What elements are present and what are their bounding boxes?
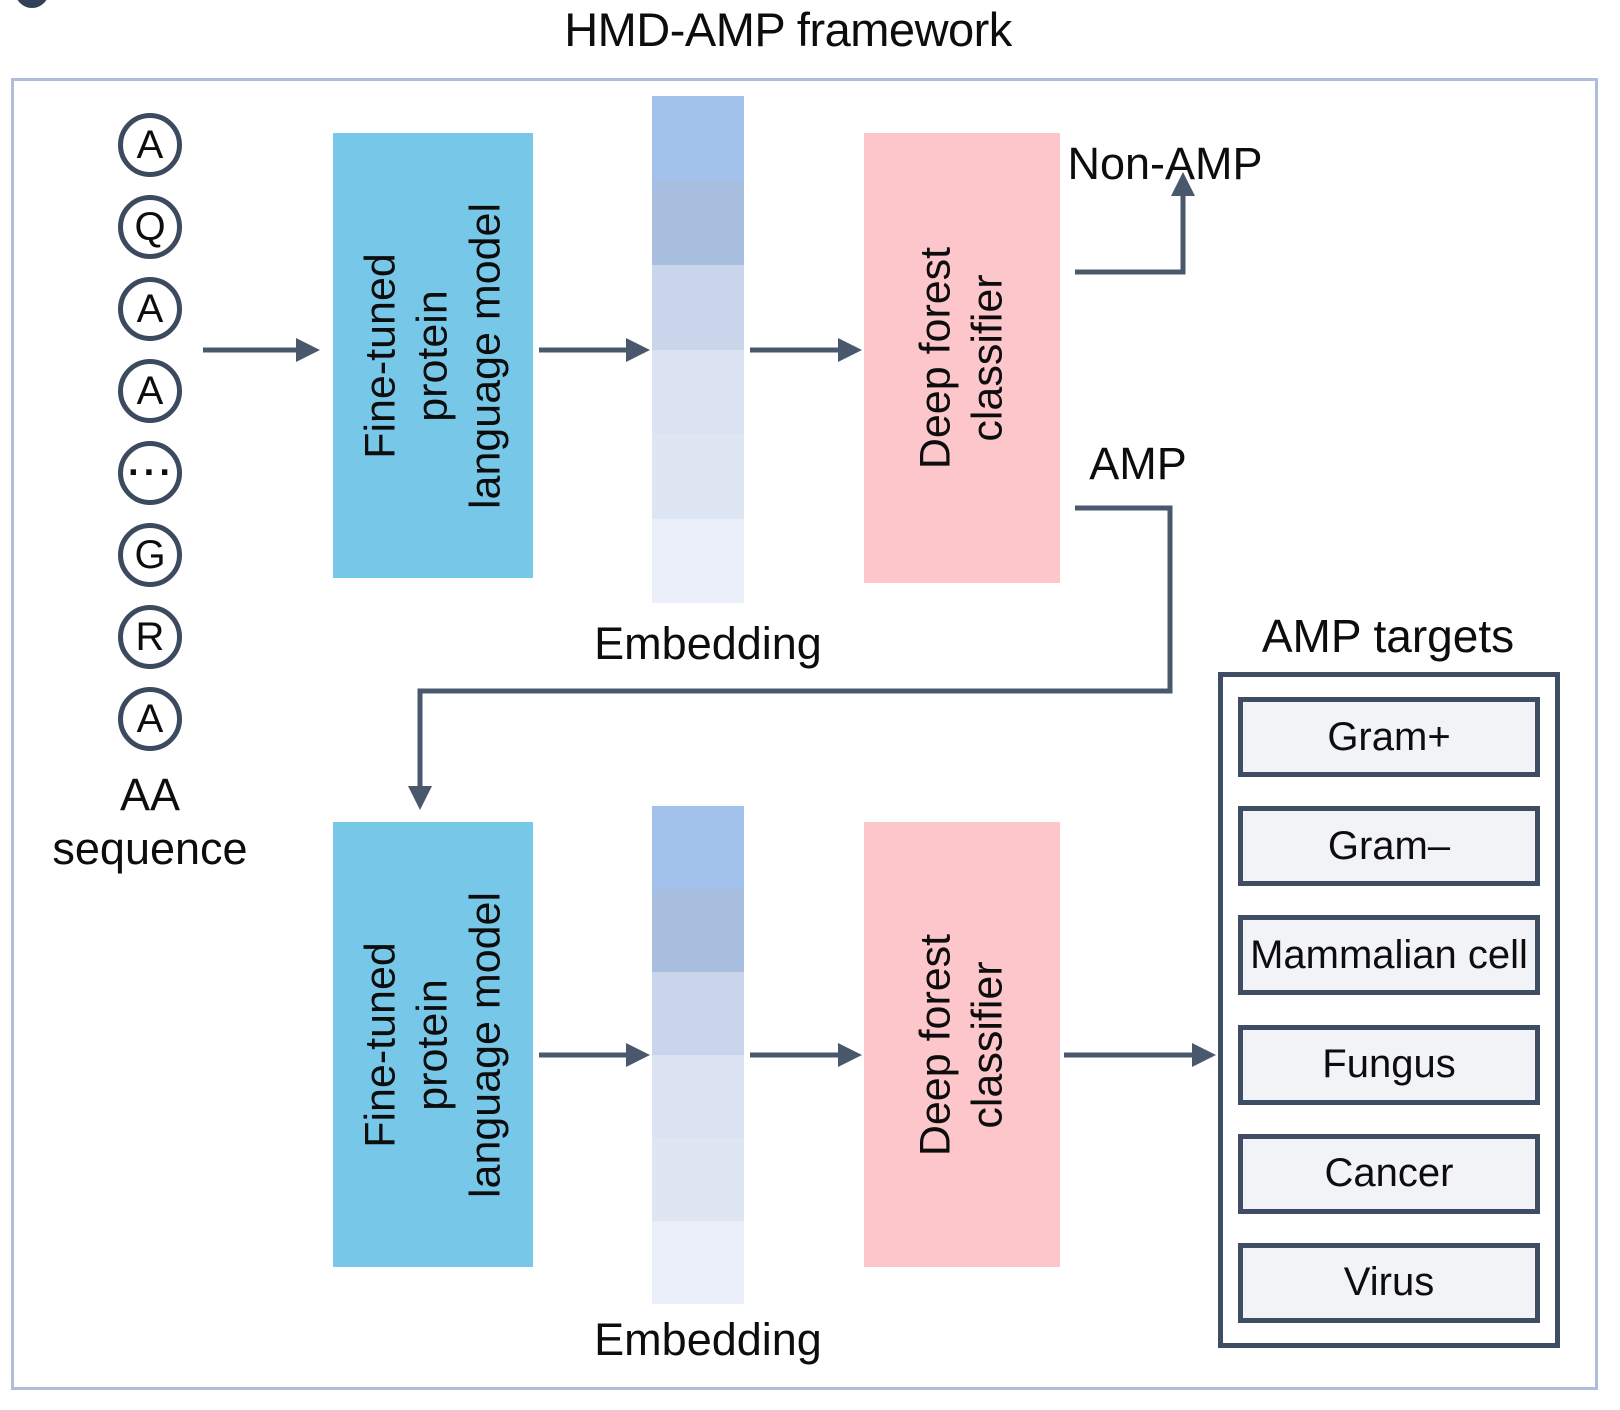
non-amp-label: Non-AMP [1067,138,1263,189]
stage1-embedding-bar [652,96,744,603]
stage2-language-model-label: Fine-tuned protein language model [356,891,510,1198]
aa-sequence-label: AA sequence [52,769,248,874]
aa-circle: G [118,523,182,587]
panel-marker-circle [15,0,49,8]
stage1-language-model-box: Fine-tuned protein language model [333,133,533,578]
aa-letter: A [136,369,164,413]
target-item: Mammalian cell [1238,915,1540,996]
aa-circle: A [118,359,182,423]
stage2-embedding-bar [652,806,744,1304]
target-item: Fungus [1238,1024,1540,1105]
embedding-segment [652,1138,744,1221]
embedding-segment [652,1221,744,1304]
stage2-embedding-label: Embedding [594,1314,822,1365]
target-item: Gram+ [1238,697,1540,777]
aa-letter: G [134,533,166,577]
aa-circle: R [118,605,182,669]
aa-letter: Q [134,205,166,249]
embedding-segment [652,972,744,1055]
embedding-segment [652,349,744,434]
stage2-language-model-box: Fine-tuned protein language model [333,822,533,1267]
embedding-segment [652,889,744,972]
aa-letter: A [136,287,164,331]
embedding-segment [652,518,744,603]
embedding-segment [652,265,744,350]
aa-circle: A [118,277,182,341]
stage2-classifier-label: Deep forest classifier [911,933,1012,1156]
figure-frame [11,78,1598,1390]
aa-letter: A [136,123,164,167]
aa-letter: A [136,697,164,741]
stage1-classifier-box: Deep forest classifier [864,133,1060,583]
aa-letter: R [135,615,165,659]
figure-title: HMD-AMP framework [564,3,1012,56]
embedding-segment [652,180,744,265]
embedding-segment [652,434,744,519]
target-item: Virus [1238,1242,1540,1323]
stage2-classifier-box: Deep forest classifier [864,822,1060,1267]
target-item: Gram– [1238,806,1540,887]
embedding-segment [652,806,744,889]
aa-circle-ellipsis: ··· [118,441,182,505]
ellipsis-dots: ··· [128,452,175,494]
embedding-segment [652,1055,744,1138]
stage1-language-model-label: Fine-tuned protein language model [356,202,510,509]
embedding-segment [652,96,744,181]
target-item: Cancer [1238,1133,1540,1214]
stage1-embedding-label: Embedding [594,618,822,669]
amp-label: AMP [1089,438,1187,489]
amp-targets-box: Gram+ Gram– Mammalian cell Fungus Cancer… [1218,672,1560,1348]
amp-targets-title: AMP targets [1261,610,1515,662]
aa-circle: Q [118,195,182,259]
stage1-classifier-label: Deep forest classifier [911,246,1012,470]
aa-circle: A [118,687,182,751]
aa-circle: A [118,113,182,177]
